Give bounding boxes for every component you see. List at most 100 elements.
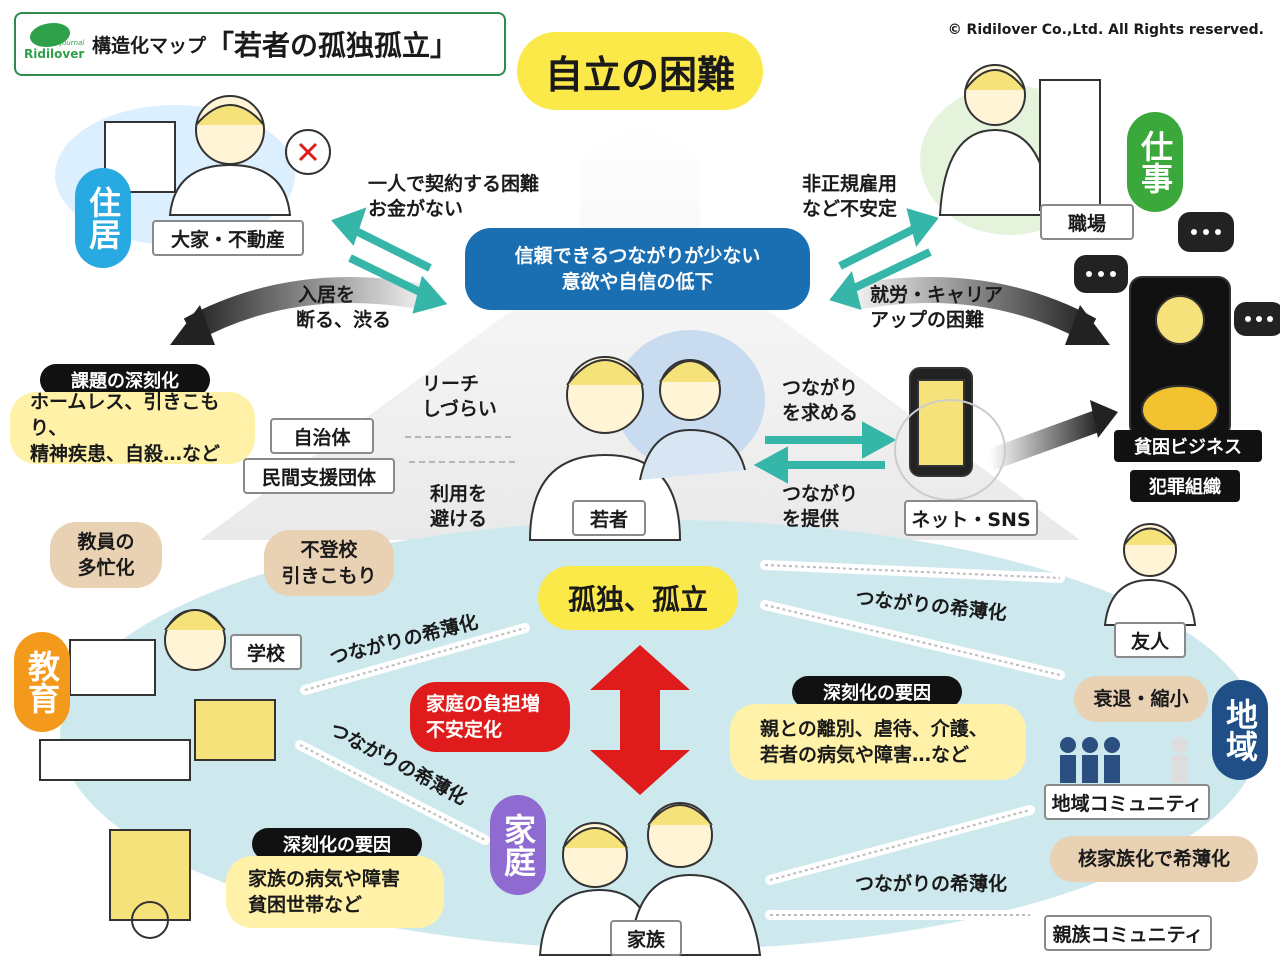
category-work-label: 仕事	[1136, 130, 1174, 194]
teacher-figure	[39, 609, 276, 781]
absent-line1: 不登校	[300, 539, 358, 561]
teacher-busy-line2: 多忙化	[77, 557, 135, 579]
deepening-line2: 精神疾患、自殺…など	[30, 443, 221, 465]
upward-pyramid	[200, 120, 1080, 540]
category-housing-label: 住居	[84, 186, 122, 250]
category-housing: 住居	[75, 168, 131, 268]
decline-text: 衰退・縮小	[1093, 688, 1189, 710]
teacher-busy-line1: 教員の	[77, 531, 135, 553]
friend-actor: 友人	[1114, 622, 1186, 658]
reach-text: リーチ しづらい	[422, 372, 497, 422]
sns-provide: つながり を提供	[782, 482, 858, 532]
avoid-text: 利用を 避ける	[430, 482, 487, 532]
isolation-label: 孤独、孤立	[538, 566, 738, 630]
government: 自治体	[270, 418, 374, 454]
family-factor-line2: 若者の病気や障害…など	[760, 744, 970, 766]
family-burden-line1: 家庭の負担増	[426, 693, 541, 715]
left-factor-line1: 家族の病気や障害	[248, 868, 401, 890]
reach-line1: リーチ	[422, 373, 480, 395]
family-burden-line2: 不安定化	[426, 719, 503, 741]
center-cloud-line2: 意欲や自信の低下	[561, 271, 714, 293]
school-actor: 学校	[230, 634, 302, 670]
work-career-line1: 就労・キャリア	[870, 284, 1004, 306]
left-factor-title: 深刻化の要因	[252, 828, 422, 860]
category-community: 地域	[1212, 680, 1268, 780]
nuclear-text: 核家族化で希薄化	[1077, 848, 1230, 870]
sns-seek: つながり を求める	[782, 376, 858, 426]
copyright: © Ridilover Co.,Ltd. All Rights reserved…	[947, 22, 1264, 38]
family-factor-cloud: 親との離別、虐待、介護、 若者の病気や障害…など	[730, 704, 1026, 780]
housing-refusal: 入居を 断る、渋る	[296, 283, 391, 333]
sns-provide-line1: つながり	[782, 483, 859, 505]
sns-seek-line1: つながり	[782, 377, 859, 399]
work-issue-line1: 非正規雇用	[802, 173, 898, 195]
poverty-business-figure	[1129, 276, 1231, 438]
chat-dots	[1086, 229, 1273, 322]
sns-seek-line2: を求める	[782, 402, 859, 424]
absent-line2: 引きこもり	[281, 565, 377, 587]
local-community: 地域コミュニティ	[1044, 784, 1210, 820]
family-figures	[538, 802, 762, 956]
center-cloud: 信頼できるつながりが少ない 意欲や自信の低下	[465, 228, 810, 310]
community-silhouettes	[1060, 737, 1188, 783]
arrow-to-deepening	[183, 277, 443, 342]
work-issue: 非正規雇用 など不安定	[802, 172, 897, 222]
nuclear-cloud: 核家族化で希薄化	[1050, 836, 1258, 882]
deepening-title: 課題の深刻化	[40, 364, 210, 396]
deepening-cloud: ホームレス、引きこもり、 精神疾患、自殺…など	[10, 391, 255, 465]
arrow-to-deepening-head	[170, 305, 215, 345]
logo-sub: Journal	[60, 39, 85, 47]
decline-cloud: 衰退・縮小	[1074, 676, 1208, 722]
sns-provide-line2: を提供	[782, 508, 840, 530]
left-factor-cloud: 家族の病気や障害 貧困世帯など	[226, 856, 444, 928]
worker-figure	[938, 64, 1101, 216]
arrow-to-poverty	[837, 277, 1097, 342]
teal-arrows	[331, 207, 939, 484]
family-factor-line1: 親との離別、虐待、介護、	[760, 718, 988, 740]
housing-actor: 大家・不動産	[152, 220, 304, 256]
header-title: 「若者の孤独孤立」	[206, 29, 459, 62]
wheelchair-figure	[109, 829, 191, 939]
absent-cloud: 不登校 引きこもり	[264, 530, 394, 596]
work-issue-line2: など不安定	[802, 198, 898, 220]
friend-figure	[1103, 523, 1197, 626]
ridilover-logo: Journal Ridilover	[24, 21, 86, 67]
avoid-line1: 利用を	[430, 483, 488, 505]
top-goal: 自立の困難	[517, 32, 763, 110]
left-factor-line2: 貧困世帯など	[248, 894, 363, 916]
housing-refusal-line2: 断る、渋る	[296, 309, 392, 331]
family-factor-title: 深刻化の要因	[792, 676, 962, 708]
family-tension-arrow	[590, 645, 690, 795]
housing-refusal-line1: 入居を	[298, 284, 356, 306]
teacher-busy-cloud: 教員の 多忙化	[50, 522, 162, 588]
header: Journal Ridilover 構造化マップ 「若者の孤独孤立」	[14, 12, 506, 76]
category-education: 教育	[14, 632, 70, 732]
logo-text: Ridilover	[24, 47, 85, 61]
category-family: 家庭	[490, 795, 546, 895]
family-actor: 家族	[610, 920, 682, 956]
dashed-arrows	[405, 436, 515, 463]
sns-actor: ネット・SNS	[904, 500, 1038, 536]
arrow-sns-to-poverty	[986, 409, 1104, 471]
work-career: 就労・キャリア アップの困難	[870, 283, 1003, 333]
deepening-line1: ホームレス、引きこもり、	[30, 391, 220, 439]
category-community-label: 地域	[1221, 698, 1259, 762]
header-subtitle: 構造化マップ	[92, 34, 207, 57]
relatives-community: 親族コミュニティ	[1044, 915, 1212, 951]
arrow-sns-to-poverty-head	[1090, 400, 1118, 438]
housing-issue: 一人で契約する困難 お金がない	[368, 172, 539, 222]
poverty-business: 貧困ビジネス	[1114, 430, 1262, 462]
crime-organization: 犯罪組織	[1130, 470, 1240, 502]
weakening-arrows-inner	[299, 564, 1061, 916]
center-cloud-line1: 信頼できるつながりが少ない	[514, 245, 761, 267]
work-career-line2: アップの困難	[870, 309, 985, 331]
arrow-to-poverty-head	[1065, 305, 1110, 345]
relatives-weaken: つながりの希薄化	[855, 873, 1008, 895]
category-work: 仕事	[1127, 112, 1183, 212]
reach-line2: しづらい	[422, 398, 497, 420]
landlord-figure	[104, 95, 331, 216]
youth-label: 若者	[572, 500, 646, 536]
work-actor: 職場	[1040, 204, 1134, 240]
housing-issue-line2: お金がない	[368, 198, 464, 220]
category-education-label: 教育	[23, 650, 61, 714]
